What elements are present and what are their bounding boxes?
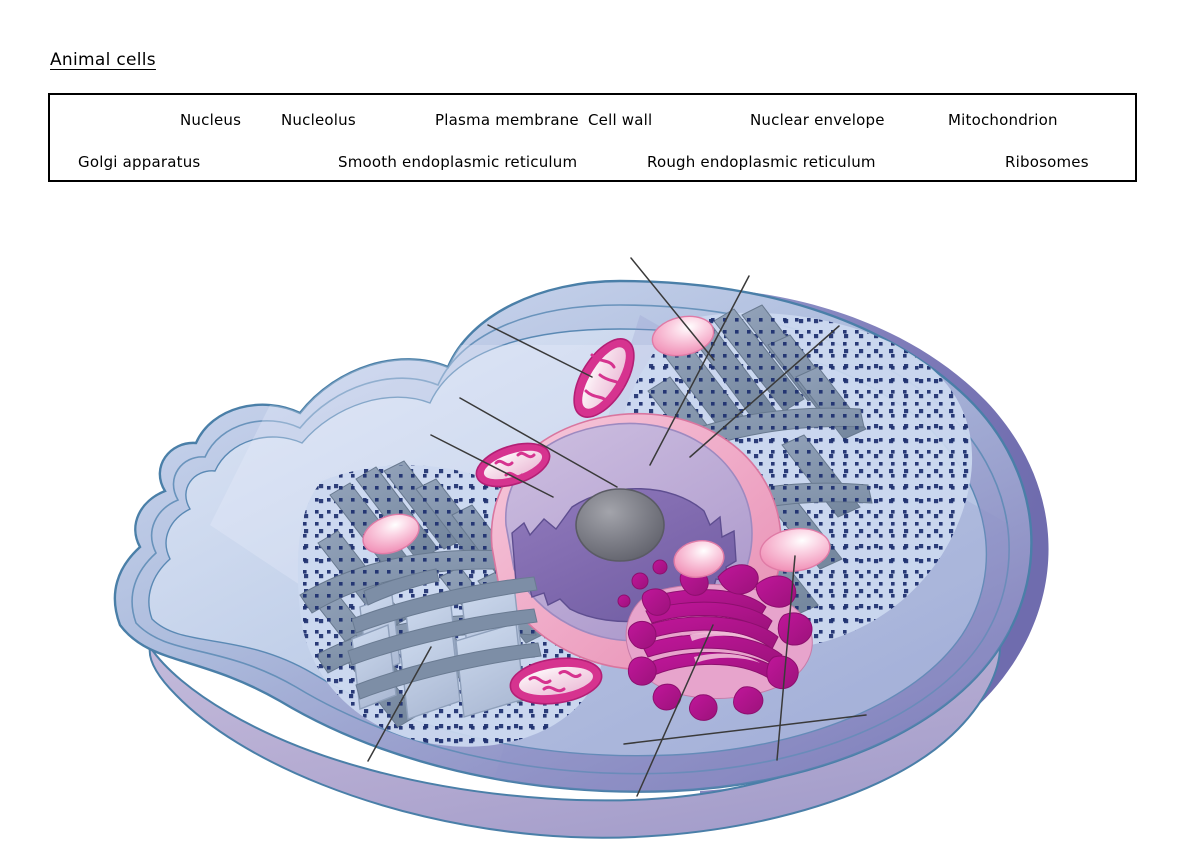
cell-cut-face <box>148 644 1002 839</box>
word-bank-term-ribosomes[interactable]: Ribosomes <box>1005 153 1089 171</box>
vesicle-center <box>673 540 725 578</box>
word-bank-term-nucleolus[interactable]: Nucleolus <box>281 111 356 129</box>
page-title: Animal cells <box>50 50 156 70</box>
word-bank-term-smooth-endoplasmic-reticulum[interactable]: Smooth endoplasmic reticulum <box>338 153 578 171</box>
word-bank-row: Golgi apparatus Smooth endoplasmic retic… <box>50 140 1135 184</box>
word-bank-term-mitochondrion[interactable]: Mitochondrion <box>948 111 1058 129</box>
word-bank-term-rough-endoplasmic-reticulum[interactable]: Rough endoplasmic reticulum <box>647 153 876 171</box>
word-bank-row: Nucleus Nucleolus Plasma membrane Cell w… <box>50 98 1135 142</box>
word-bank-term-plasma-membrane[interactable]: Plasma membrane <box>435 111 579 129</box>
smooth-endoplasmic-reticulum <box>347 568 542 720</box>
word-bank-term-nuclear-envelope[interactable]: Nuclear envelope <box>750 111 885 129</box>
mitochondrion-bottom <box>509 657 603 705</box>
word-bank-term-nucleus[interactable]: Nucleus <box>180 111 242 129</box>
word-bank-term-cell-wall[interactable]: Cell wall <box>588 111 653 129</box>
word-bank-term-golgi-apparatus[interactable]: Golgi apparatus <box>78 153 201 171</box>
word-bank: Nucleus Nucleolus Plasma membrane Cell w… <box>48 93 1137 182</box>
vesicle-left <box>362 513 420 555</box>
nucleolus <box>575 488 665 562</box>
animal-cell-diagram <box>0 195 1200 849</box>
